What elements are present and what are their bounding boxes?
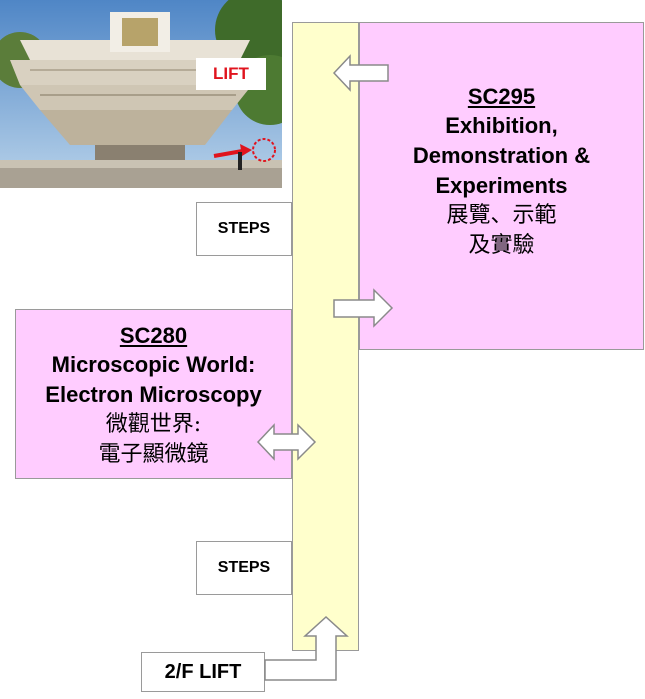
room-sc295-title-line-1: Exhibition, bbox=[445, 113, 558, 138]
room-sc280-title-line-1: Microscopic World: bbox=[51, 352, 256, 377]
room-sc295-code: SC295 bbox=[467, 84, 536, 109]
room-sc295-title-line-2: Demonstration & bbox=[412, 143, 591, 168]
arrow-up-bent-icon bbox=[264, 615, 349, 681]
arrow-left-icon bbox=[332, 54, 389, 92]
corridor bbox=[292, 22, 359, 651]
room-sc280-title-line-2: Electron Microscopy bbox=[45, 382, 262, 407]
steps-upper-label: STEPS bbox=[196, 202, 292, 256]
arrow-double-icon bbox=[256, 423, 317, 461]
room-sc295[interactable]: SC295 Exhibition, Demonstration & Experi… bbox=[359, 22, 644, 350]
room-sc280-title-zh-2: 電子顯微鏡 bbox=[98, 442, 209, 467]
lift-2f-label: 2/F LIFT bbox=[141, 652, 265, 692]
arrow-right-icon bbox=[333, 288, 394, 328]
room-sc295-title-line-3: Experiments bbox=[435, 173, 568, 198]
lift-label: LIFT bbox=[196, 58, 266, 90]
steps-lower-label: STEPS bbox=[196, 541, 292, 595]
room-sc280-title-zh-1: 微觀世界: bbox=[105, 412, 202, 437]
room-sc295-title-zh-1: 展覽、示範 bbox=[446, 203, 557, 228]
room-sc280[interactable]: SC280 Microscopic World: Electron Micros… bbox=[15, 309, 292, 479]
room-sc280-code: SC280 bbox=[119, 323, 188, 348]
room-sc295-title-zh-2: 及實驗 bbox=[468, 233, 535, 258]
